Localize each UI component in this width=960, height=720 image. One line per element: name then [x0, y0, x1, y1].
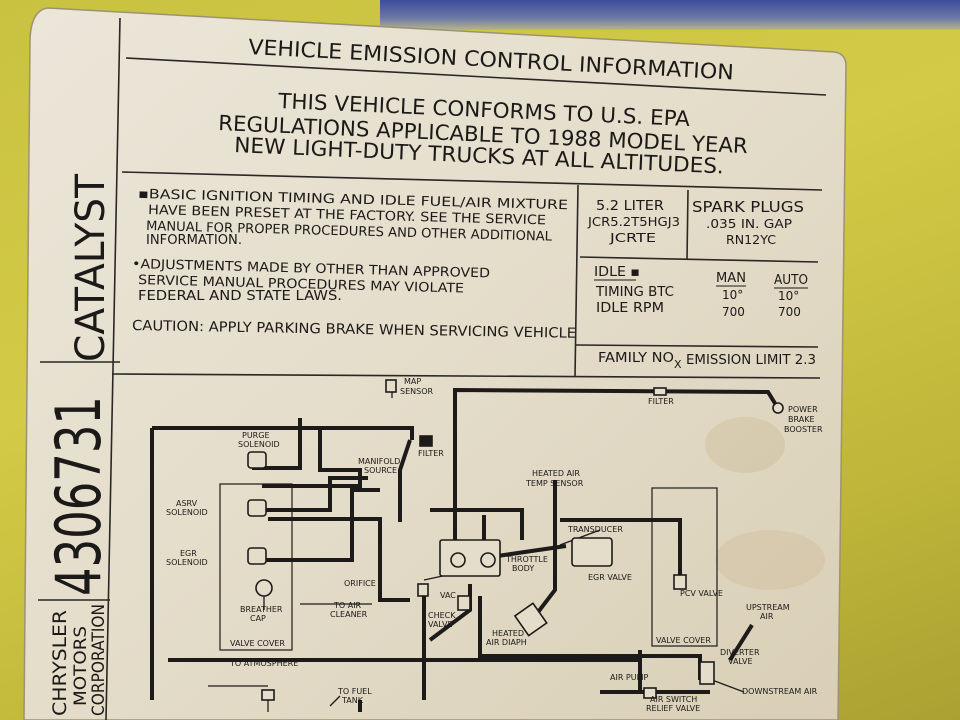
row-label-rpm: IDLE RPM [596, 301, 664, 316]
row-man-rpm: 700 [722, 305, 745, 319]
to-air-cleaner-label-2: CLEANER [330, 610, 368, 619]
row-label-timing: TIMING BTC [595, 285, 674, 300]
booster-label-1: POWER [788, 405, 818, 414]
col-man: MAN [716, 271, 746, 286]
vac-label: VAC [440, 591, 456, 600]
row-auto-rpm: 700 [778, 305, 801, 319]
pcv-valve-label: PCV VALVE [680, 589, 723, 598]
maker-line-2: MOTORS [71, 626, 91, 706]
note-1-line-4: INFORMATION. [146, 233, 242, 248]
diverter-valve-label-1: DIVERTER [720, 648, 760, 657]
heated-air-sensor-label-1: HEATED AIR [532, 469, 580, 478]
booster-label-2: BRAKE [788, 415, 815, 424]
map-sensor-label-2: SENSOR [400, 387, 433, 396]
family-label: FAMILY NO [598, 351, 674, 366]
to-atmosphere-label: TO ATMOSPHERE [229, 659, 298, 668]
egr-solenoid-label-2: SOLENOID [166, 558, 208, 567]
throttle-body-label-2: BODY [512, 564, 534, 573]
throttle-body-label-1: THROTTLE [505, 555, 548, 564]
row-man-timing: 10° [722, 288, 743, 302]
downstream-air-label: DOWNSTREAM AIR [742, 687, 818, 696]
check-valve-label-2: VALVE [428, 620, 453, 629]
air-switch-label-2: RELIEF VALVE [646, 704, 700, 713]
vehicle-edge [380, 0, 960, 30]
valve-cover-left-label: VALVE COVER [230, 639, 285, 648]
maker-line-3: CORPORATION [89, 604, 109, 716]
check-valve-label-1: CHECK [428, 611, 456, 620]
filter-left-label: FILTER [418, 449, 444, 458]
family-sub: X [674, 358, 682, 371]
maker-line-1: CHRYSLER [49, 610, 71, 716]
diverter-valve-label-2: VALVE [728, 657, 753, 666]
upstream-air-label-2: AIR [760, 612, 774, 621]
air-switch-label-1: AIR SWITCH [650, 695, 697, 704]
manifold-source-label-1: MANIFOLD [358, 457, 400, 466]
spark-plugs-title: SPARK PLUGS [692, 198, 804, 216]
spark-plug-gap: .035 IN. GAP [706, 217, 792, 231]
engine-code-2: JCRTE [609, 231, 656, 245]
to-fuel-tank-label-2: TANK [341, 696, 364, 705]
vacuum-hose-diagram [150, 379, 784, 712]
col-auto: AUTO [774, 273, 808, 288]
heated-air-sensor-label-2: TEMP SENSOR [525, 479, 584, 488]
heated-air-diaph-label-2: AIR DIAPH [486, 638, 527, 647]
engine-code-1: JCR5.2T5HGJ3 [587, 215, 680, 229]
asrv-solenoid-label-2: SOLENOID [166, 508, 208, 517]
breather-cap-label-1: BREATHER [240, 605, 283, 614]
purge-solenoid-label-2: SOLENOID [238, 440, 280, 449]
upstream-air-label-1: UPSTREAM [746, 603, 790, 612]
egr-solenoid-label-1: EGR [180, 549, 197, 558]
idle-header: IDLE ▪ [594, 265, 640, 280]
caution-line: CAUTION: APPLY PARKING BRAKE WHEN SERVIC… [132, 318, 576, 342]
asrv-solenoid-label-1: ASRV [176, 499, 198, 508]
spark-plug-model: RN12YC [726, 233, 776, 247]
family-emission: EMISSION LIMIT 2.3 [686, 353, 816, 368]
map-sensor-label-1: MAP [404, 377, 421, 386]
orifice-label: ORIFICE [344, 579, 376, 588]
to-air-cleaner-label-1: TO AIR [333, 601, 362, 610]
breather-cap-label-2: CAP [250, 614, 266, 623]
booster-label-3: BOOSTER [784, 425, 823, 434]
purge-solenoid-label-1: PURGE [242, 431, 270, 440]
air-pump-label: AIR PUMP [610, 673, 649, 682]
manifold-source-label-2: SOURCE [364, 466, 397, 475]
heated-air-diaph-label-1: HEATED [492, 629, 524, 638]
catalyst-label: CATALYST [68, 173, 114, 362]
part-number: 4306731 [42, 396, 115, 596]
transducer-label: TRANSDUCER [567, 525, 623, 534]
row-auto-timing: 10° [778, 289, 799, 303]
egr-valve-label: EGR VALVE [588, 573, 632, 582]
filter-top-label: FILTER [648, 397, 674, 406]
note-2-line-3: FEDERAL AND STATE LAWS. [138, 289, 342, 304]
to-fuel-tank-label-1: TO FUEL [337, 687, 372, 696]
engine-displacement: 5.2 LITER [596, 199, 664, 214]
valve-cover-right-label: VALVE COVER [656, 636, 711, 645]
